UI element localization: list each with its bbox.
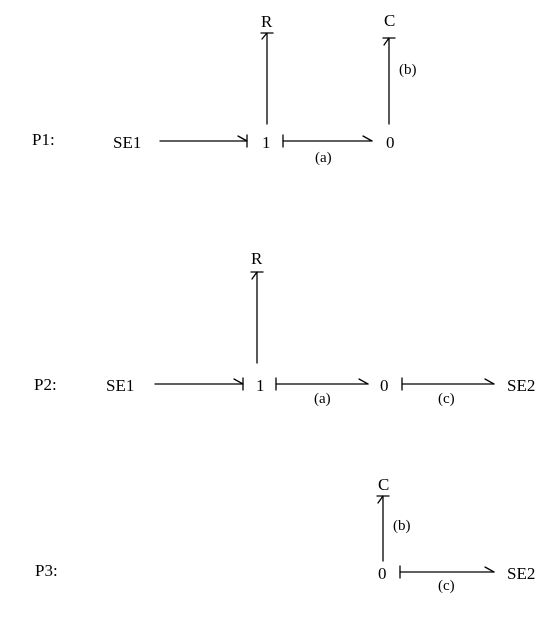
diagram-p2: P2: SE1 1 0 SE2 R (a) (c) <box>34 249 535 407</box>
p2-bond-c <box>401 377 495 391</box>
p2-bond-a <box>275 377 369 391</box>
diagram-p3: P3: C 0 SE2 (b) (c) <box>35 475 535 594</box>
p1-bond-a <box>282 134 373 148</box>
p2-node-se1: SE1 <box>106 376 134 395</box>
p2-node-0: 0 <box>380 376 389 395</box>
p1-node-c: C <box>384 11 395 30</box>
p1-bond-b-label: (b) <box>399 62 417 78</box>
p2-bond-a-label: (a) <box>314 391 331 407</box>
p2-bond-c-label: (c) <box>438 391 455 407</box>
p3-bond-c-label: (c) <box>438 578 455 594</box>
p1-bond-1-r <box>260 32 274 125</box>
p2-bond-se1-1 <box>154 377 244 391</box>
p3-bond-b <box>376 495 390 562</box>
p3-bond-c <box>399 565 495 579</box>
p3-node-se2: SE2 <box>507 564 535 583</box>
p3-bond-b-label: (b) <box>393 518 411 534</box>
p1-node-1: 1 <box>262 133 271 152</box>
diagram-p1: P1: SE1 1 0 R C (a) (b) <box>32 11 417 166</box>
p3-node-0: 0 <box>378 564 387 583</box>
p2-node-1: 1 <box>256 376 265 395</box>
p1-node-r: R <box>261 12 273 31</box>
p2-node-r: R <box>251 249 263 268</box>
p1-bond-a-label: (a) <box>315 150 332 166</box>
p3-label: P3: <box>35 561 58 580</box>
p1-node-0: 0 <box>386 133 395 152</box>
p1-node-se1: SE1 <box>113 133 141 152</box>
p2-node-se2: SE2 <box>507 376 535 395</box>
p1-label: P1: <box>32 130 55 149</box>
p1-bond-se1-1 <box>159 134 248 148</box>
p1-bond-b <box>382 37 396 125</box>
p3-node-c: C <box>378 475 389 494</box>
p2-label: P2: <box>34 375 57 394</box>
p2-bond-1-r <box>250 271 264 364</box>
